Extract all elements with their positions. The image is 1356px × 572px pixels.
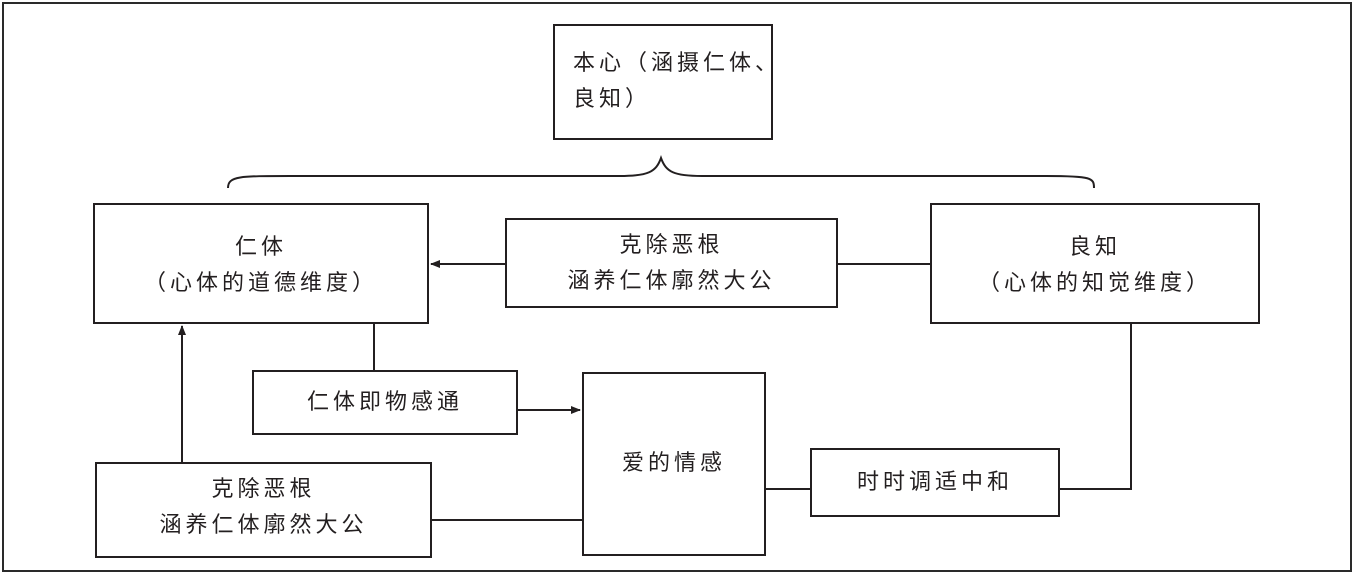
node-kechu-bottom: 克除恶根 涵养仁体廓然大公 [95, 462, 432, 558]
line-tiaoshi-to-liangzhi [1060, 324, 1132, 490]
node-benxin-line2: 良知） [573, 87, 652, 112]
brace-connector [227, 155, 1095, 189]
node-kechu-top: 克除恶根 涵养仁体廓然大公 [505, 218, 838, 308]
node-kechu-bottom-line1: 克除恶根 [211, 477, 316, 502]
node-ganton: 仁体即物感通 [252, 370, 518, 435]
node-liangzhi: 良知 （心体的知觉维度） [930, 203, 1260, 324]
node-kechu-top-line1: 克除恶根 [619, 233, 724, 258]
node-ganton-line1: 仁体即物感通 [306, 389, 463, 415]
node-kechu-bottom-line2: 涵养仁体廓然大公 [159, 513, 368, 538]
node-ai-line1: 爱的情感 [621, 451, 726, 476]
node-tiaoshi: 时时调适中和 [810, 448, 1060, 517]
node-liangzhi-line2: （心体的知觉维度） [977, 271, 1212, 296]
node-renti: 仁体 （心体的道德维度） [93, 203, 429, 324]
node-renti-line1: 仁体 [234, 235, 287, 260]
node-kechu-top-line2: 涵养仁体廓然大公 [567, 269, 776, 294]
node-benxin-line1: 本心（涵摄仁体、 [573, 51, 782, 76]
node-liangzhi-line1: 良知 [1068, 235, 1121, 260]
node-ai: 爱的情感 [582, 372, 766, 556]
node-benxin: 本心（涵摄仁体、 良知） [553, 24, 777, 140]
node-tiaoshi-line1: 时时调适中和 [856, 469, 1013, 495]
node-renti-line2: （心体的道德维度） [143, 271, 378, 296]
